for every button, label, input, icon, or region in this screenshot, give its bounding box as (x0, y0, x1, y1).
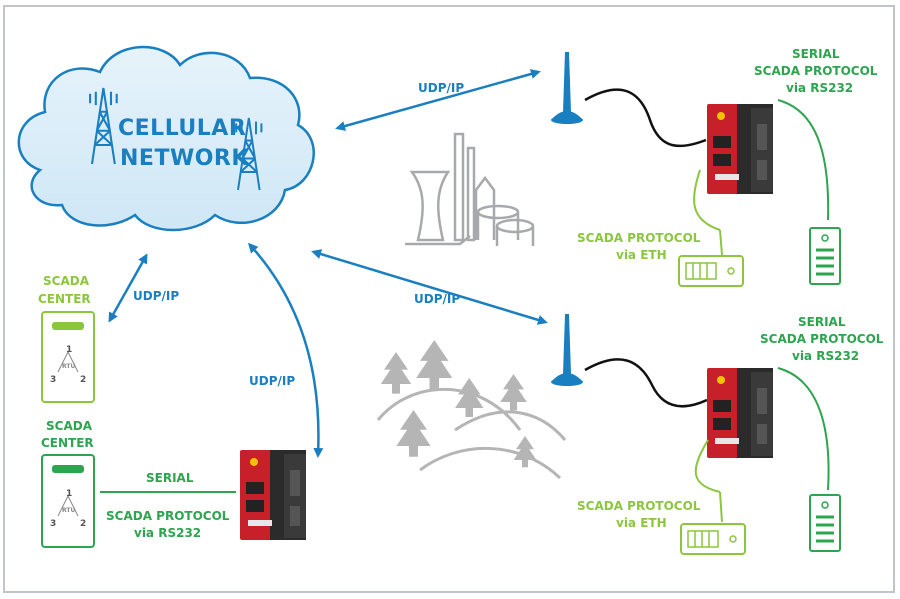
node-2: 2 (80, 375, 86, 385)
serial-label: SERIAL (146, 471, 194, 485)
serial-device-icon (809, 227, 841, 285)
scada-center-label-line1: SCADA (43, 274, 90, 288)
scada-center-bottom: SCADA CENTER RTU 1 2 3 (41, 419, 95, 548)
power-plant-icon (405, 132, 535, 246)
remote-site-bottom: SERIAL SCADA PROTOCOL via RS232 SCADA PR… (551, 314, 884, 555)
router-icon (240, 450, 306, 540)
frame-border (3, 5, 895, 593)
scada-center-label-line2: CENTER (41, 436, 94, 450)
node-1: 1 (66, 345, 72, 355)
node-3: 3 (50, 375, 56, 385)
rtu-label: RTU (62, 507, 75, 514)
udp-label-bottom: UDP/IP (249, 374, 295, 388)
eth-via-label: via ETH (616, 248, 667, 262)
scada-center-label-line1: SCADA (46, 419, 93, 433)
eth-protocol-label: SCADA PROTOCOL (577, 231, 701, 245)
udp-label-left: UDP/IP (133, 289, 179, 303)
protocol-label-line2: via RS232 (134, 526, 201, 540)
eth-via-label: via ETH (616, 516, 667, 530)
cellular-network-cloud: CELLULAR NETWORK (17, 45, 315, 232)
scada-center-top: SCADA CENTER RTU 1 2 3 (38, 274, 95, 403)
serial-protocol-label: SCADA PROTOCOL (754, 64, 878, 78)
antenna-icon (551, 52, 583, 124)
node-3: 3 (50, 519, 56, 529)
serial-label: SERIAL (792, 47, 840, 61)
remote-site-top: SERIAL SCADA PROTOCOL via RS232 SCADA PR… (551, 47, 878, 287)
link-arrow-bottom (247, 242, 324, 458)
serial-via-label: via RS232 (792, 349, 859, 363)
udp-label-middle: UDP/IP (414, 292, 460, 306)
router-icon (707, 104, 773, 194)
serial-label: SERIAL (798, 315, 846, 329)
rtu-label: RTU (62, 363, 75, 370)
serial-via-label: via RS232 (786, 81, 853, 95)
link-arrow-top (335, 69, 541, 131)
cloud-label-line2: NETWORK (120, 146, 249, 171)
eth-protocol-label: SCADA PROTOCOL (577, 499, 701, 513)
serial-protocol-label: SCADA PROTOCOL (760, 332, 884, 346)
router-icon (707, 368, 773, 458)
cloud-label-line1: CELLULAR (118, 116, 246, 141)
node-2: 2 (80, 519, 86, 529)
node-1: 1 (66, 489, 72, 499)
link-arrow-middle (311, 249, 548, 325)
serial-device-icon (809, 494, 841, 552)
forest-hills-icon (376, 340, 567, 480)
antenna-icon (551, 314, 583, 386)
link-arrow-left (108, 253, 148, 323)
protocol-label-line1: SCADA PROTOCOL (106, 509, 230, 523)
udp-label-top: UDP/IP (418, 81, 464, 95)
scada-center-label-line2: CENTER (38, 292, 91, 306)
